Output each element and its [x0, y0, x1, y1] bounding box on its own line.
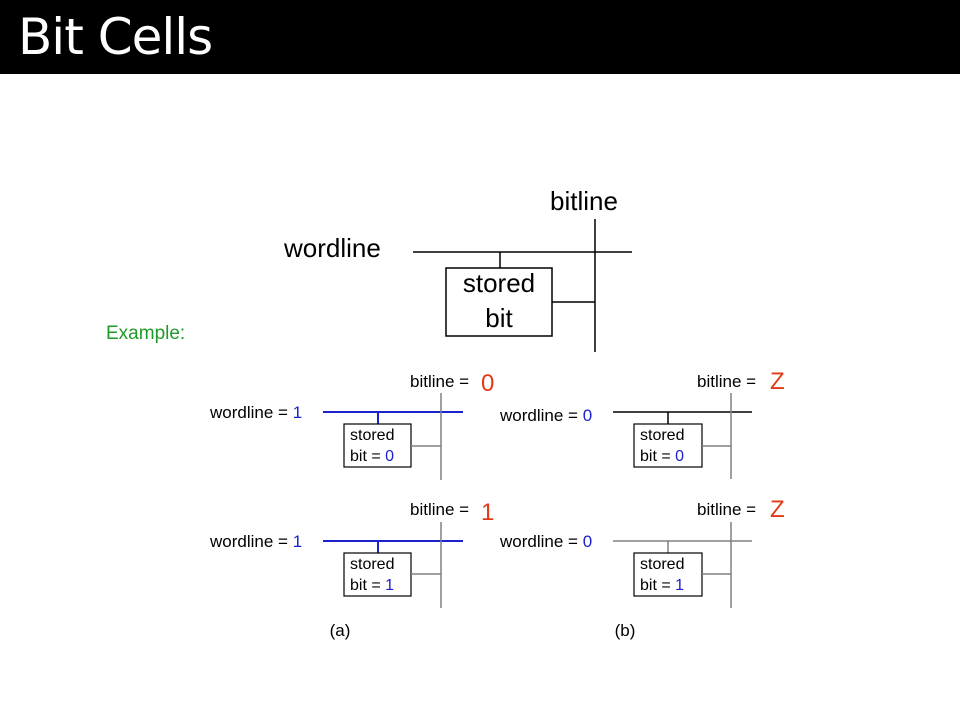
a2-cell-line1: stored — [350, 556, 394, 573]
example-b-caption: (b) — [615, 621, 636, 640]
example-a-read-0: wordline = 1 bitline = 0 stored bit = 0 — [209, 370, 494, 480]
main-cell-label-line2: bit — [485, 303, 513, 333]
slide-title: Bit Cells — [18, 8, 213, 66]
b1-wordline-label: wordline = 0 — [499, 406, 592, 425]
example-a-caption: (a) — [330, 621, 351, 640]
b2-bitline-value: Z — [770, 496, 785, 523]
example-b-hold-1: wordline = 0 bitline = Z stored bit = 1 — [499, 496, 785, 608]
a2-bitline-label: bitline = — [410, 500, 469, 519]
title-bar: Bit Cells — [0, 0, 960, 74]
b1-bitline-value: Z — [770, 368, 785, 395]
example-a-read-1: wordline = 1 bitline = 1 stored bit = 1 — [209, 499, 494, 608]
b1-cell-line1: stored — [640, 427, 684, 444]
a2-cell-line2: bit = 1 — [350, 577, 394, 594]
example-b-hold-0: wordline = 0 bitline = Z stored bit = 0 — [499, 368, 785, 479]
example-label: Example: — [106, 323, 185, 344]
a2-stored-bit-cell — [343, 552, 412, 597]
b1-cell-line2: bit = 0 — [640, 448, 684, 465]
main-bitline-label: bitline — [550, 186, 618, 216]
main-wordline-label: wordline — [283, 233, 381, 263]
a2-wordline-label: wordline = 1 — [209, 532, 302, 551]
a1-bitline-value: 0 — [481, 370, 494, 397]
b1-bitline-label: bitline = — [697, 372, 756, 391]
b2-cell-line2: bit = 1 — [640, 577, 684, 594]
b2-wordline-label: wordline = 0 — [499, 532, 592, 551]
main-bit-cell-diagram: bitline wordline stored bit — [283, 186, 632, 352]
b2-cell-line1: stored — [640, 556, 684, 573]
main-cell-label-line1: stored — [463, 268, 535, 298]
a1-bitline-label: bitline = — [410, 372, 469, 391]
b1-stored-bit-cell — [633, 423, 703, 468]
b2-bitline-label: bitline = — [697, 500, 756, 519]
a2-bitline-value: 1 — [481, 499, 494, 526]
a1-stored-bit-cell — [343, 423, 412, 468]
a1-wordline-label: wordline = 1 — [209, 403, 302, 422]
a1-cell-line2: bit = 0 — [350, 448, 394, 465]
a1-cell-line1: stored — [350, 427, 394, 444]
